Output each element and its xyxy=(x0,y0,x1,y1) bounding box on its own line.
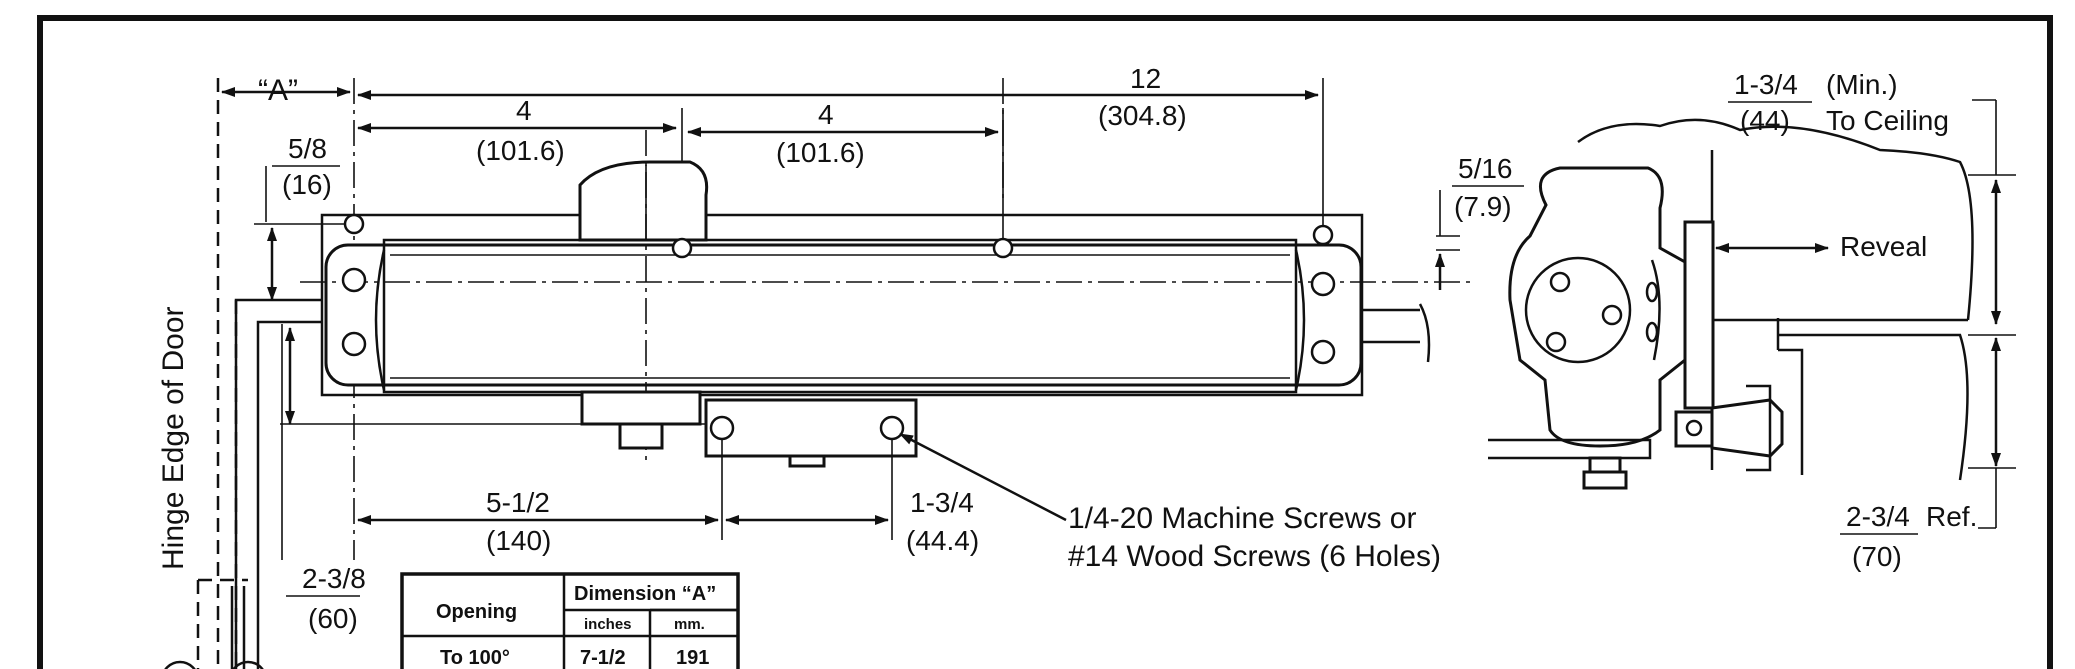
table-cell-inches: 7-1/2 xyxy=(580,647,626,669)
door-hinge-edge xyxy=(164,78,322,669)
dimension-5-8-in: 5/8 xyxy=(288,133,327,164)
table-header-dimension: Dimension “A” xyxy=(574,583,716,605)
mounting-hole xyxy=(341,331,367,357)
ref-dimension-in: 2-3/4 xyxy=(1846,501,1910,532)
dimension-4-left-in: 4 xyxy=(516,95,532,126)
dimension-a-table: Opening Dimension “A” inches mm. To 100°… xyxy=(400,572,740,669)
dimension-2-3-8-in: 2-3/8 xyxy=(302,563,366,594)
screws-label-line2: #14 Wood Screws (6 Holes) xyxy=(1068,540,1441,573)
dimension-5-1-2-mm: (140) xyxy=(486,525,551,556)
dimension-5-16-mm: (7.9) xyxy=(1454,191,1512,222)
dimension-1-3-4-in: 1-3/4 xyxy=(910,487,974,518)
mounting-hole xyxy=(1310,339,1336,365)
dimension-a-label: “A” xyxy=(258,74,298,107)
ceiling-to-label: To Ceiling xyxy=(1826,105,1949,136)
dimension-2-3-8-mm: (60) xyxy=(308,603,358,634)
dimension-1-3-4-mm: (44.4) xyxy=(906,525,979,556)
dimension-5-1-2-in: 5-1/2 xyxy=(486,487,550,518)
closer-front-view xyxy=(300,78,1470,468)
dimension-4-right-mm: (101.6) xyxy=(776,137,865,168)
ceiling-dimension-mm: (44) xyxy=(1740,105,1790,136)
mounting-hole xyxy=(992,237,1014,259)
reveal-label: Reveal xyxy=(1840,231,1927,262)
dimension-5-8-mm: (16) xyxy=(282,169,332,200)
drawing-border xyxy=(37,15,2053,669)
screws-label-line1: 1/4-20 Machine Screws or xyxy=(1068,502,1417,535)
mounting-hole xyxy=(1310,271,1336,297)
hinge-edge-label: Hinge Edge of Door xyxy=(157,306,190,570)
screws-leader-line xyxy=(899,432,1067,522)
ref-dimension-mm: (70) xyxy=(1852,541,1902,572)
ceiling-min-label: (Min.) xyxy=(1826,69,1898,100)
mounting-hole xyxy=(343,213,365,235)
ceiling-dimension-in: 1-3/4 xyxy=(1734,69,1798,100)
table-subheader-inches: inches xyxy=(584,616,632,633)
table-cell-mm: 191 xyxy=(676,647,709,669)
table-cell-opening: To 100° xyxy=(440,647,510,669)
table-header-opening: Opening xyxy=(436,601,517,623)
mounting-hole xyxy=(1312,224,1334,246)
closer-side-view xyxy=(1488,118,1974,490)
dimension-12-mm: (304.8) xyxy=(1098,100,1187,131)
mounting-hole xyxy=(879,415,905,441)
mounting-hole xyxy=(671,237,693,259)
mounting-hole xyxy=(341,267,367,293)
dimension-5-16-in: 5/16 xyxy=(1458,153,1513,184)
dimension-12-in: 12 xyxy=(1130,63,1161,94)
dimension-4-left-mm: (101.6) xyxy=(476,135,565,166)
ref-dimension-word: Ref. xyxy=(1926,501,1977,532)
dimension-4-right-in: 4 xyxy=(818,99,834,130)
table-subheader-mm: mm. xyxy=(674,616,705,633)
mounting-hole xyxy=(709,415,735,441)
